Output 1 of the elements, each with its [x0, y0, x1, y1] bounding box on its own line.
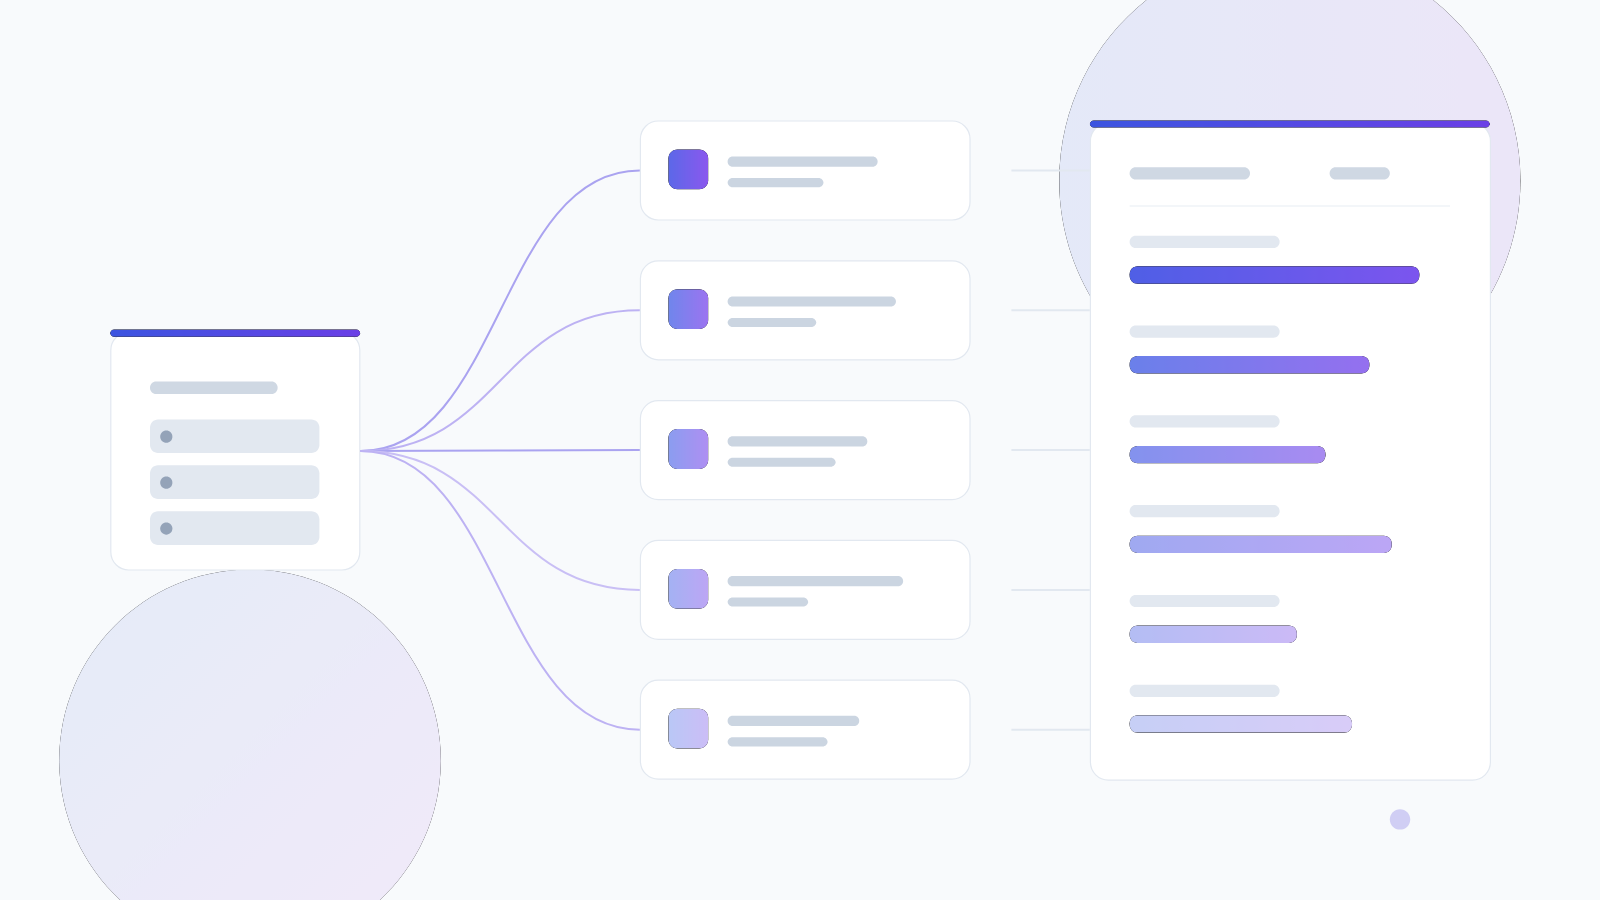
connector-curve	[359, 450, 641, 731]
